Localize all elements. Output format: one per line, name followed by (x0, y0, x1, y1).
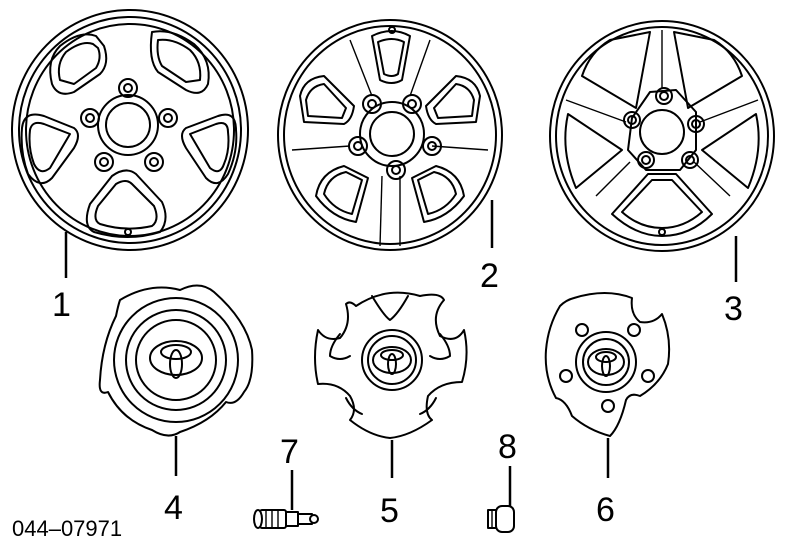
cap-6-lug-holes (559, 323, 655, 413)
callout-1[interactable]: 1 (52, 286, 71, 324)
part-8-lug-nut[interactable] (487, 505, 515, 533)
part-7-valve-stem[interactable] (253, 509, 319, 529)
callout-7[interactable]: 7 (280, 433, 299, 471)
callout-8[interactable]: 8 (498, 428, 517, 466)
callout-4[interactable]: 4 (164, 489, 183, 527)
wheel-2-windows (299, 30, 481, 223)
callout-5[interactable]: 5 (380, 492, 399, 530)
wheel-3-spoke-lines (565, 30, 759, 197)
wheel-1-lug-holes (80, 78, 178, 172)
toyota-emblem-icon (149, 340, 203, 379)
wheel-3-windows (564, 31, 760, 237)
wheel-3-lug-holes (623, 87, 705, 169)
part-code: 044–07971 (12, 516, 122, 541)
wheel-1-windows (20, 30, 238, 238)
toyota-emblem-icon (587, 348, 625, 377)
callout-6[interactable]: 6 (596, 491, 615, 529)
callout-2[interactable]: 2 (480, 257, 499, 295)
part-6-center-cap[interactable] (544, 292, 671, 437)
wheel-2-spoke-lines (291, 39, 489, 247)
callout-3[interactable]: 3 (724, 290, 743, 328)
part-4-center-cap[interactable] (98, 284, 254, 437)
part-5-center-cap[interactable] (314, 291, 468, 439)
part-2-wheel[interactable] (277, 19, 503, 251)
wheel-2-lug-holes (348, 94, 442, 180)
part-1-wheel[interactable] (11, 9, 249, 251)
toyota-emblem-icon (372, 346, 412, 375)
part-3-wheel[interactable] (549, 20, 775, 252)
